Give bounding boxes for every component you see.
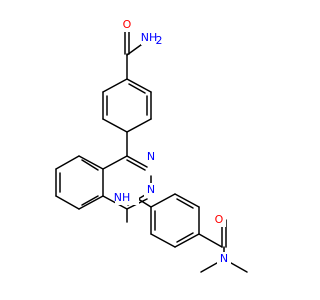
- bond-lower-benzene-3: [174, 193, 200, 208]
- bond-ring-to-carbonyl-bottom: [198, 233, 223, 248]
- top-amine-subscript: 2: [156, 34, 163, 47]
- bond-lower-benzene-inner-2: [176, 198, 194, 209]
- top-amine-label: NH: [141, 31, 158, 44]
- linker-nh-label-bg: [115, 191, 139, 205]
- structure-diagram: O NH 2 N N NH O N: [55, 18, 248, 273]
- ring-nitrogen-1-label: N: [147, 150, 155, 163]
- bottom-oxygen-label: O: [215, 213, 224, 226]
- bond-upper-benzene-inner-3: [128, 83, 146, 94]
- bond-phthalazine-6: [78, 195, 104, 210]
- bond-phthalazine-inner-2: [81, 159, 99, 171]
- bond-phthalazine-1: [102, 155, 128, 170]
- top-amine-label-bg: [141, 31, 165, 45]
- bond-phthalazine-inner-3: [81, 195, 99, 206]
- bond-upper-benzene-5: [102, 118, 128, 133]
- bond-upper-benzene-6: [126, 118, 152, 133]
- bond-lower-benzene-5: [174, 233, 200, 248]
- bond-diazine-inner-1: [126, 159, 146, 171]
- ring-nitrogen-2-label-bg: [144, 183, 158, 197]
- bond-upper-benzene-1: [102, 78, 128, 93]
- bond-lower-benzene-4: [150, 233, 176, 248]
- bond-lower-benzene-inner-3: [176, 232, 194, 243]
- bottom-nitrogen-label: N: [220, 252, 228, 265]
- bond-upper-benzene-2: [126, 78, 152, 93]
- bond-diazine-1: [126, 155, 148, 168]
- top-oxygen-label-bg: [120, 18, 134, 32]
- linker-nh-label: NH: [114, 191, 131, 204]
- bond-phthalazine-2: [78, 155, 104, 170]
- bond-phthalazine-5: [55, 195, 80, 210]
- molecule-canvas: O NH 2 N N NH O N: [55, 18, 248, 273]
- top-oxygen-label: O: [123, 18, 132, 31]
- bottom-nitrogen-label-bg: [217, 252, 231, 266]
- ring-nitrogen-2-label: N: [147, 183, 155, 196]
- bond-lower-benzene-1: [150, 193, 176, 208]
- bottom-oxygen-label-bg: [212, 213, 226, 227]
- ring-nitrogen-1-label-bg: [144, 150, 158, 164]
- bond-phthalazine-3: [55, 155, 80, 170]
